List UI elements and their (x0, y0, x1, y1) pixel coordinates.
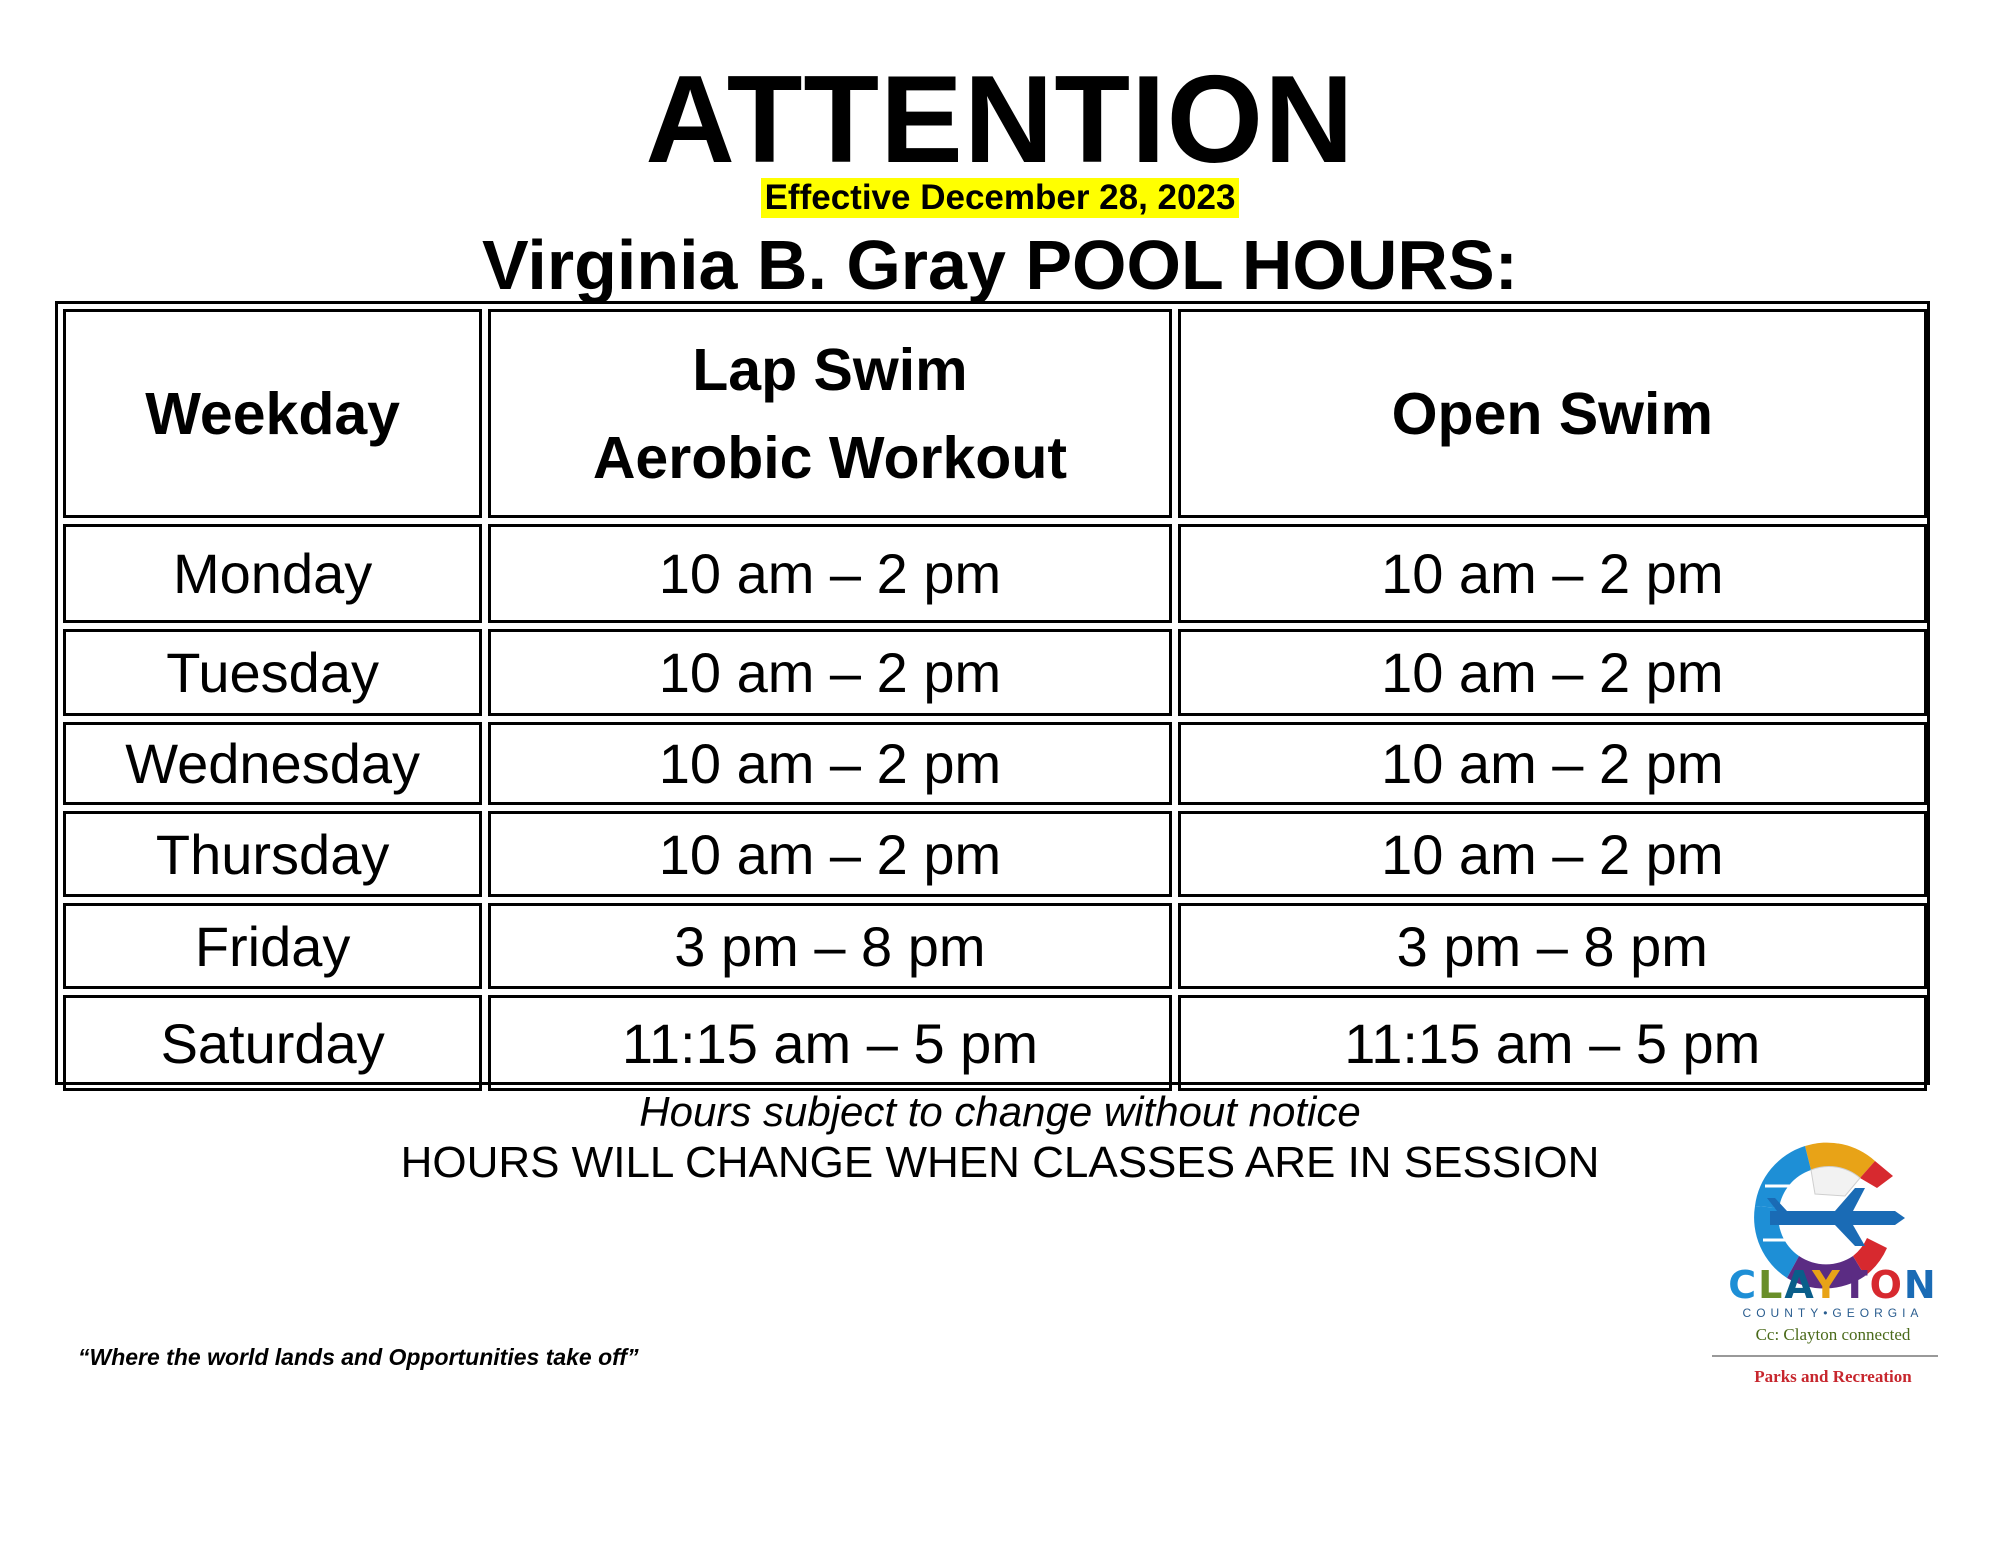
header-open-swim: Open Swim (1177, 309, 1927, 518)
logo-letter-a: A (1784, 1263, 1813, 1307)
classes-session-notice: HOURS WILL CHANGE WHEN CLASSES ARE IN SE… (400, 1138, 1600, 1187)
day-cell: Saturday (63, 995, 483, 1091)
header-lap-swim-line1: Lap Swim (692, 336, 968, 403)
open-swim-cell: 10 am – 2 pm (1177, 524, 1927, 623)
day-cell: Tuesday (63, 629, 483, 716)
clayton-globe-logo-icon (1754, 1142, 1905, 1289)
slogan: “Where the world lands and Opportunities… (78, 1344, 639, 1370)
day-cell: Thursday (63, 811, 483, 897)
hours-table-frame: Weekday Lap Swim Aerobic Workout Open Sw… (55, 301, 1930, 1091)
logo-county: COUNTY•GEORGIA (1742, 1306, 1924, 1320)
header-open-swim-label: Open Swim (1391, 380, 1713, 447)
lap-swim-cell: 10 am – 2 pm (488, 722, 1172, 805)
open-swim-cell: 10 am – 2 pm (1177, 722, 1927, 805)
open-swim-cell: 10 am – 2 pm (1177, 629, 1927, 716)
logo-letter-y: Y (1812, 1263, 1842, 1307)
lap-swim-cell: 3 pm – 8 pm (488, 903, 1172, 989)
logo-letter-n: N (1903, 1263, 1938, 1307)
logo-wordmark: CLAYTON (1718, 1264, 1948, 1306)
hours-table: Weekday Lap Swim Aerobic Workout Open Sw… (57, 303, 1933, 1097)
open-swim-cell: 10 am – 2 pm (1177, 811, 1927, 897)
logo-tagline: Cc: Clayton connected (1755, 1325, 1911, 1344)
logo-letter-t: T (1841, 1263, 1870, 1307)
header-weekday: Weekday (63, 309, 483, 518)
effective-date-wrap: Effective December 28, 2023 (0, 178, 2000, 218)
logo-department: Parks and Recreation (1754, 1367, 1912, 1386)
header-lap-swim-line2: Aerobic Workout (592, 424, 1068, 491)
header-weekday-label: Weekday (145, 380, 400, 447)
day-cell: Monday (63, 524, 483, 623)
logo-letter-o: O (1869, 1263, 1904, 1307)
day-cell: Friday (63, 903, 483, 989)
open-swim-cell: 11:15 am – 5 pm (1177, 995, 1927, 1091)
page-title: ATTENTION (645, 51, 1355, 189)
header-lap-swim: Lap Swim Aerobic Workout (488, 309, 1172, 518)
logo-divider (1712, 1355, 1938, 1357)
lap-swim-cell: 10 am – 2 pm (488, 524, 1172, 623)
open-swim-cell: 3 pm – 8 pm (1177, 903, 1927, 989)
day-cell: Wednesday (63, 722, 483, 805)
table-header-row: Weekday Lap Swim Aerobic Workout Open Sw… (63, 309, 1927, 518)
effective-date: Effective December 28, 2023 (760, 178, 1240, 218)
pool-hours-heading: Virginia B. Gray POOL HOURS: (482, 226, 1518, 304)
lap-swim-cell: 10 am – 2 pm (488, 811, 1172, 897)
logo-letter-l: L (1758, 1263, 1785, 1307)
logo-letter-c: C (1728, 1263, 1759, 1307)
lap-swim-cell: 11:15 am – 5 pm (488, 995, 1172, 1091)
hours-change-notice: Hours subject to change without notice (639, 1088, 1361, 1135)
lap-swim-cell: 10 am – 2 pm (488, 629, 1172, 716)
